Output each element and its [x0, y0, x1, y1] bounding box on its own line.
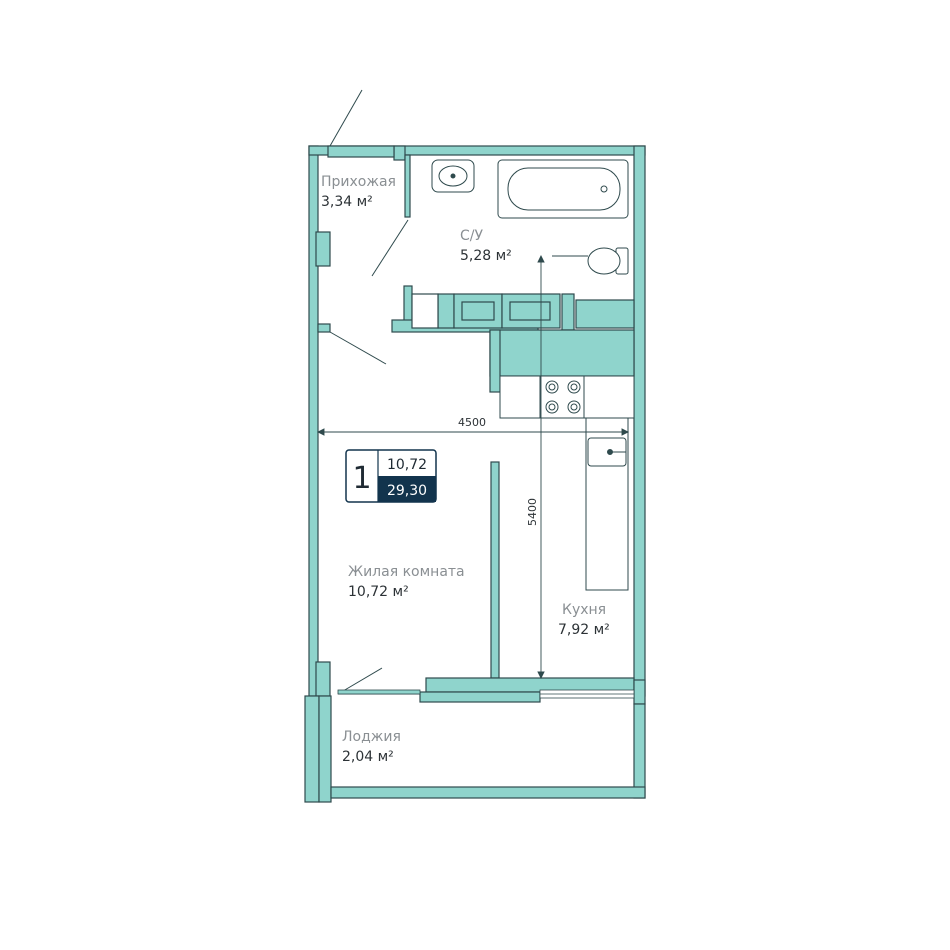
kitchen-wall-block	[489, 329, 635, 377]
window	[539, 689, 635, 699]
kitchen-area: 7,92 м²	[558, 622, 610, 638]
entry-door-line	[329, 89, 363, 147]
hall-name: Прихожая	[321, 174, 396, 190]
toilet-icon	[587, 247, 629, 275]
loggia-wall-bottom	[330, 786, 646, 799]
walls	[304, 145, 646, 803]
living-name: Жилая комната	[348, 564, 465, 580]
bath-wall-segment-4	[561, 293, 575, 331]
loggia-wall-right	[633, 703, 646, 799]
bathroom-fixtures	[431, 159, 629, 275]
balcony-sill	[337, 689, 421, 695]
bath-name: С/У	[460, 228, 483, 244]
bath-area: 5,28 м²	[460, 248, 512, 264]
bath-wall-segment-5	[575, 299, 635, 329]
hall-door-jamb	[404, 154, 411, 218]
kitchen-column	[489, 329, 501, 393]
depth-dimension-label: 5400	[526, 498, 539, 526]
hall-area: 3,34 м²	[321, 194, 373, 210]
badge-total-bg	[378, 476, 436, 502]
balcony-wall-right	[633, 679, 646, 705]
loggia-wall-left-inner	[318, 695, 332, 803]
entry-pillar	[315, 231, 331, 267]
badge-living-area: 10,72	[387, 457, 427, 473]
hall-divider-wall	[393, 145, 406, 161]
kitchen-name: Кухня	[562, 602, 606, 618]
outer-wall-right	[633, 145, 646, 697]
balcony-pillar	[315, 661, 331, 697]
loggia-name: Лоджия	[342, 729, 401, 745]
loggia-wall-left	[304, 695, 320, 803]
left-stub	[317, 323, 331, 333]
bath-wall-inner-1	[461, 301, 495, 321]
bath-wall-inner-2	[509, 301, 551, 321]
badge-total-area: 29,30	[387, 483, 427, 499]
living-area: 10,72 м²	[348, 584, 409, 600]
apartment-badge: 1 10,72 29,30	[345, 449, 437, 503]
outer-wall-left	[308, 145, 319, 697]
bath-top-wall	[327, 145, 395, 158]
width-dimension-label: 4500	[458, 416, 486, 429]
partition-wall	[490, 461, 500, 679]
hall-door-swing	[371, 219, 409, 277]
living-door-swing	[329, 331, 387, 365]
kitchen-fixtures	[499, 375, 635, 591]
loggia-area: 2,04 м²	[342, 749, 394, 765]
dimension-lines	[316, 254, 630, 680]
balcony-wall-2	[419, 691, 541, 703]
bath-wall-segment-1	[411, 293, 439, 329]
shaft-block	[437, 293, 455, 329]
badge-rooms-count: 1	[352, 461, 371, 496]
